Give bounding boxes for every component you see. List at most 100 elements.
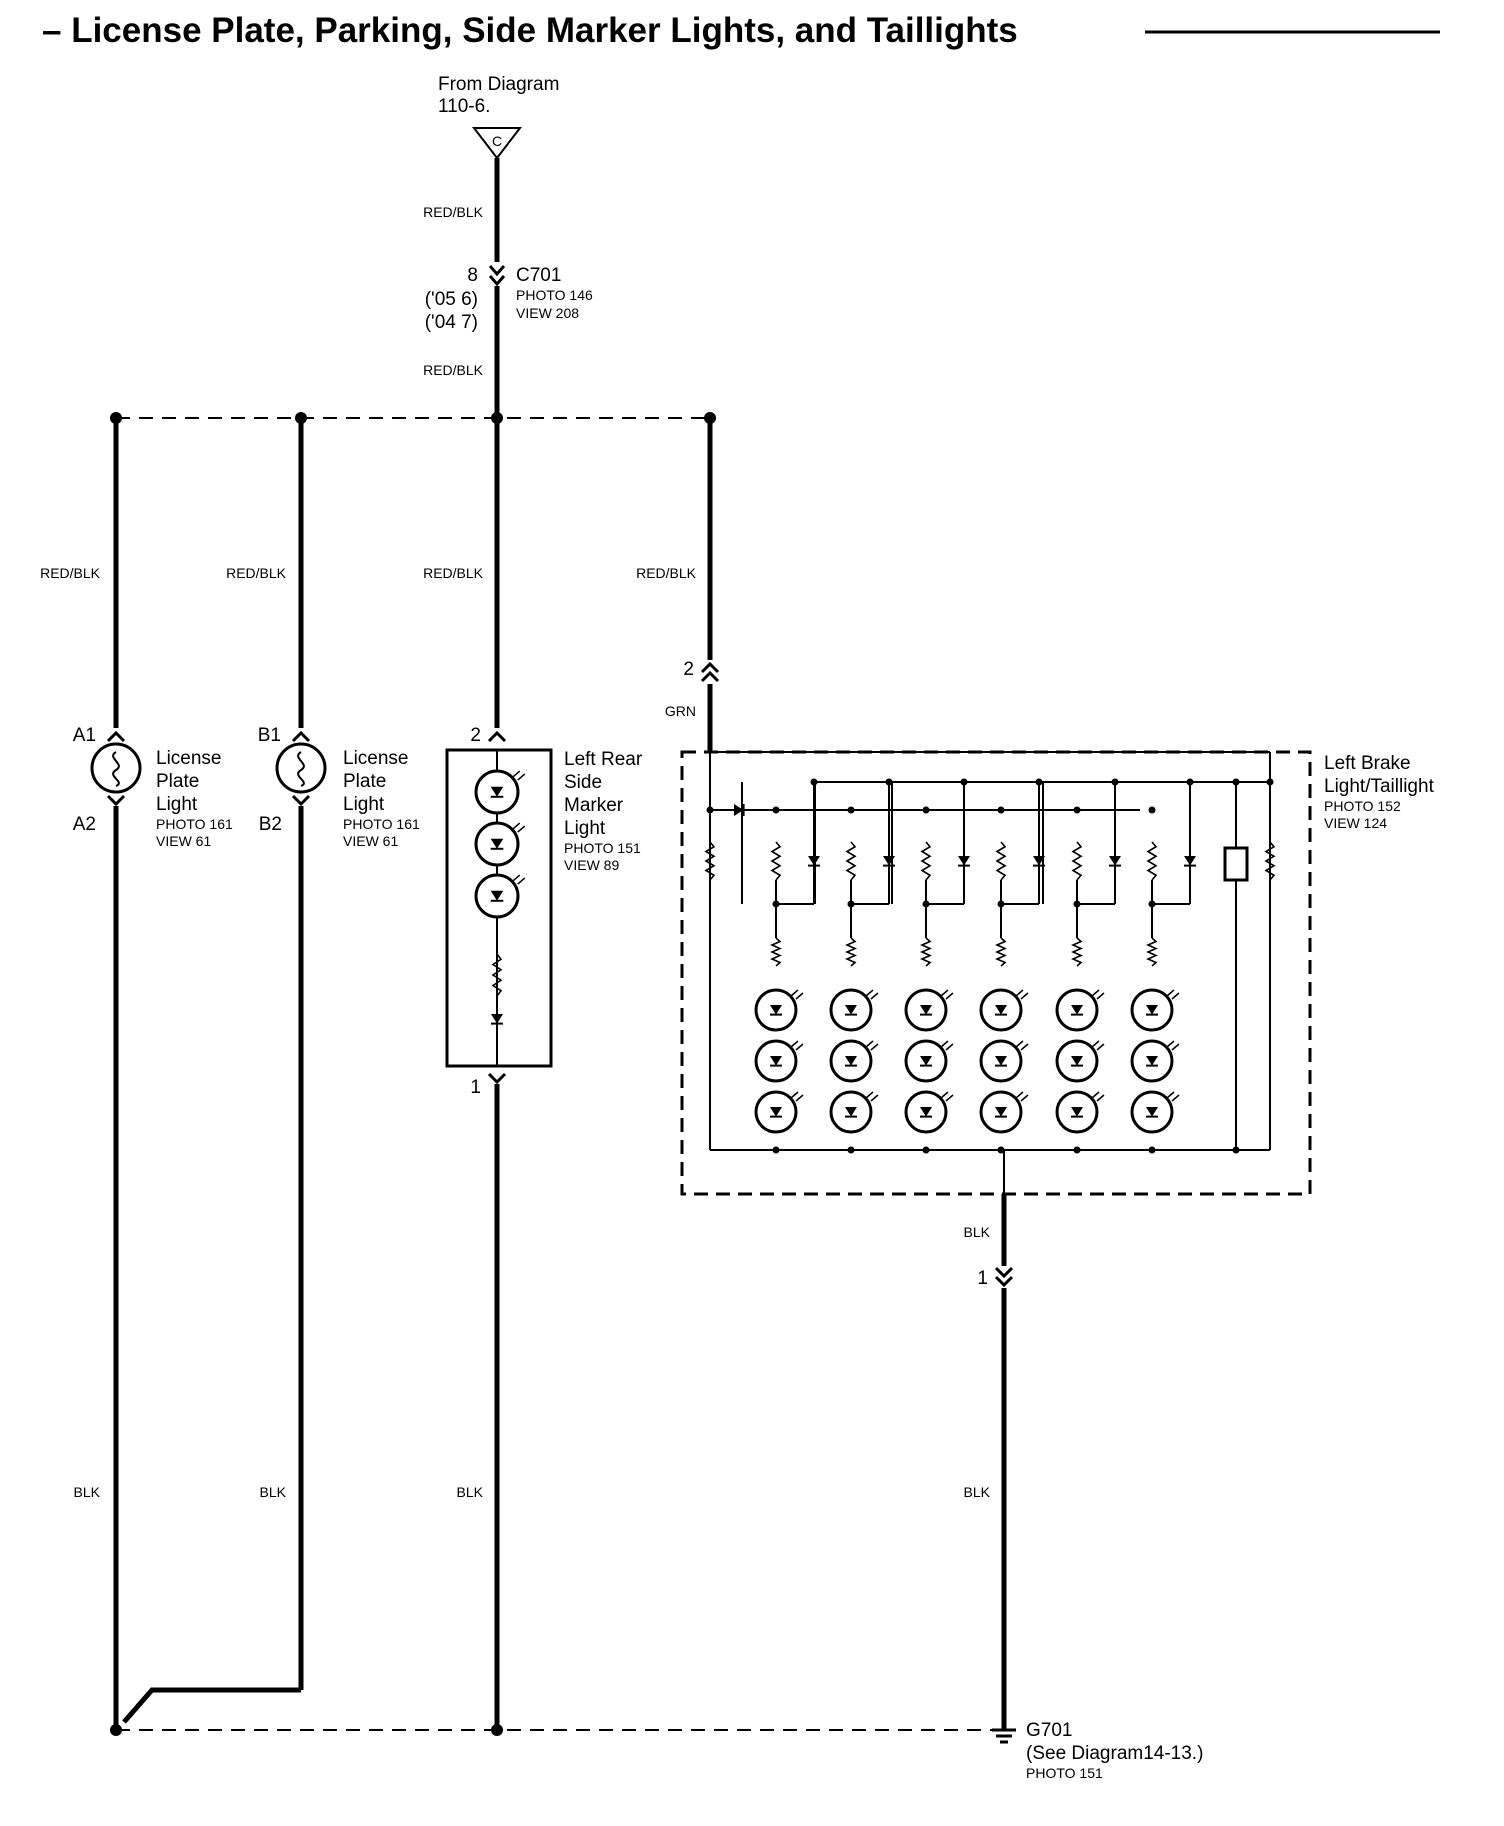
- diode-icon: [1071, 1107, 1083, 1117]
- lp1-pin-bottom: A2: [73, 814, 96, 835]
- junction-dot: [1148, 1146, 1156, 1154]
- c701-pin-04: ('04 7): [425, 312, 478, 333]
- feed-wire-color-top: RED/BLK: [423, 204, 484, 220]
- diode-icon: [490, 890, 504, 901]
- emission-arrows: [512, 874, 526, 885]
- lp1-bulb-icon: [90, 742, 142, 794]
- lp2-pin-bottom: B2: [259, 814, 282, 835]
- diode-icon: [995, 1107, 1007, 1117]
- junction-dot: [1073, 1146, 1081, 1154]
- source-connector-icon: [471, 127, 523, 160]
- source-connector-letter: C: [492, 133, 502, 149]
- lp2-name-line1: License: [343, 748, 409, 769]
- junction-dot: [847, 1146, 855, 1154]
- diode-icon: [883, 856, 895, 866]
- lp2-bulb-icon: [275, 742, 327, 794]
- emission-arrows: [940, 1040, 954, 1051]
- diode-icon: [995, 1056, 1007, 1066]
- diode-icon: [845, 1107, 857, 1117]
- diode-icon: [490, 786, 504, 797]
- bl-view: VIEW 124: [1324, 815, 1387, 831]
- lp2-view: VIEW 61: [343, 833, 398, 849]
- resistor-icon: [920, 937, 932, 967]
- junction-dot: [922, 900, 930, 908]
- resistor-icon: [1146, 937, 1158, 967]
- lp2-photo: PHOTO 161: [343, 816, 420, 832]
- page-title: – License Plate, Parking, Side Marker Li…: [42, 11, 1018, 50]
- junction-dot: [922, 1146, 930, 1154]
- emission-arrows: [790, 1091, 804, 1102]
- bl-internal-circuit: [704, 751, 1276, 1194]
- emission-arrows: [1015, 1040, 1029, 1051]
- emission-arrows: [865, 1091, 879, 1102]
- junction-dot: [706, 806, 714, 814]
- lp1-pin-top: A1: [73, 725, 96, 746]
- c701-name: C701: [516, 265, 561, 286]
- emission-arrows: [1166, 989, 1180, 1000]
- ground-icon: [992, 1728, 1016, 1744]
- lp1-name-line3: Light: [156, 794, 198, 815]
- bl-photo: PHOTO 152: [1324, 798, 1401, 814]
- junction-dot: [997, 1146, 1005, 1154]
- emission-arrows: [1015, 1091, 1029, 1102]
- ground-photo: PHOTO 151: [1026, 1765, 1103, 1781]
- emission-arrows: [790, 989, 804, 1000]
- sm-pin-top: 2: [470, 725, 481, 746]
- junction-dot: [1073, 806, 1081, 814]
- lp1-name-line1: License: [156, 748, 222, 769]
- sm-name-line2: Side: [564, 772, 602, 793]
- junction-dot: [922, 806, 930, 814]
- junction-dot: [1186, 778, 1194, 786]
- junction-dot: [772, 806, 780, 814]
- c701-pin-main: 8: [467, 265, 478, 286]
- emission-arrows: [940, 1091, 954, 1102]
- lp2-wire-color: RED/BLK: [226, 565, 287, 581]
- junction-dot: [1232, 778, 1240, 786]
- bl-ground-wire-color: BLK: [964, 1484, 991, 1500]
- resistor-icon: [995, 937, 1007, 967]
- resistor-icon: [920, 841, 932, 881]
- emission-arrows: [1091, 989, 1105, 1000]
- source-label-line2: 110-6.: [438, 96, 490, 117]
- diode-icon: [1071, 1005, 1083, 1015]
- junction-dot: [1035, 778, 1043, 786]
- sm-name-line3: Marker: [564, 795, 624, 816]
- junction-dot: [997, 806, 1005, 814]
- diode-icon: [845, 1005, 857, 1015]
- lp1-wire-color: RED/BLK: [40, 565, 101, 581]
- diode-icon: [920, 1107, 932, 1117]
- c701-pin-05: ('05 6): [425, 289, 478, 310]
- sm-name-line1: Left Rear: [564, 749, 643, 770]
- emission-arrows: [940, 989, 954, 1000]
- emission-arrows: [865, 989, 879, 1000]
- junction-dot: [885, 778, 893, 786]
- splice-point: [491, 1724, 503, 1736]
- junction-dot: [1073, 900, 1081, 908]
- resistor-icon: [1071, 937, 1083, 967]
- c701-connector-icon: [488, 265, 506, 277]
- lp2-name-line2: Plate: [343, 771, 386, 792]
- diode-icon: [920, 1056, 932, 1066]
- junction-dot: [847, 900, 855, 908]
- sm-view: VIEW 89: [564, 857, 619, 873]
- diode-icon: [845, 1056, 857, 1066]
- diode-icon: [490, 838, 504, 849]
- splice-point: [110, 1724, 122, 1736]
- lp1-ground-wire-color: BLK: [74, 1484, 101, 1500]
- diode-icon: [1146, 1107, 1158, 1117]
- junction-dot: [997, 900, 1005, 908]
- diode-icon: [920, 1005, 932, 1015]
- emission-arrows: [790, 1040, 804, 1051]
- lp1-photo: PHOTO 161: [156, 816, 233, 832]
- resistor-icon: [995, 841, 1007, 881]
- c701-view: VIEW 208: [516, 305, 579, 321]
- bl-grn-wire-color: GRN: [665, 703, 696, 719]
- junction-dot: [1148, 806, 1156, 814]
- emission-arrows: [1091, 1091, 1105, 1102]
- diode-icon: [995, 1005, 1007, 1015]
- diode-icon: [734, 804, 744, 816]
- sm-name-line4: Light: [564, 818, 606, 839]
- diode-icon: [1184, 856, 1196, 866]
- diode-icon: [1146, 1005, 1158, 1015]
